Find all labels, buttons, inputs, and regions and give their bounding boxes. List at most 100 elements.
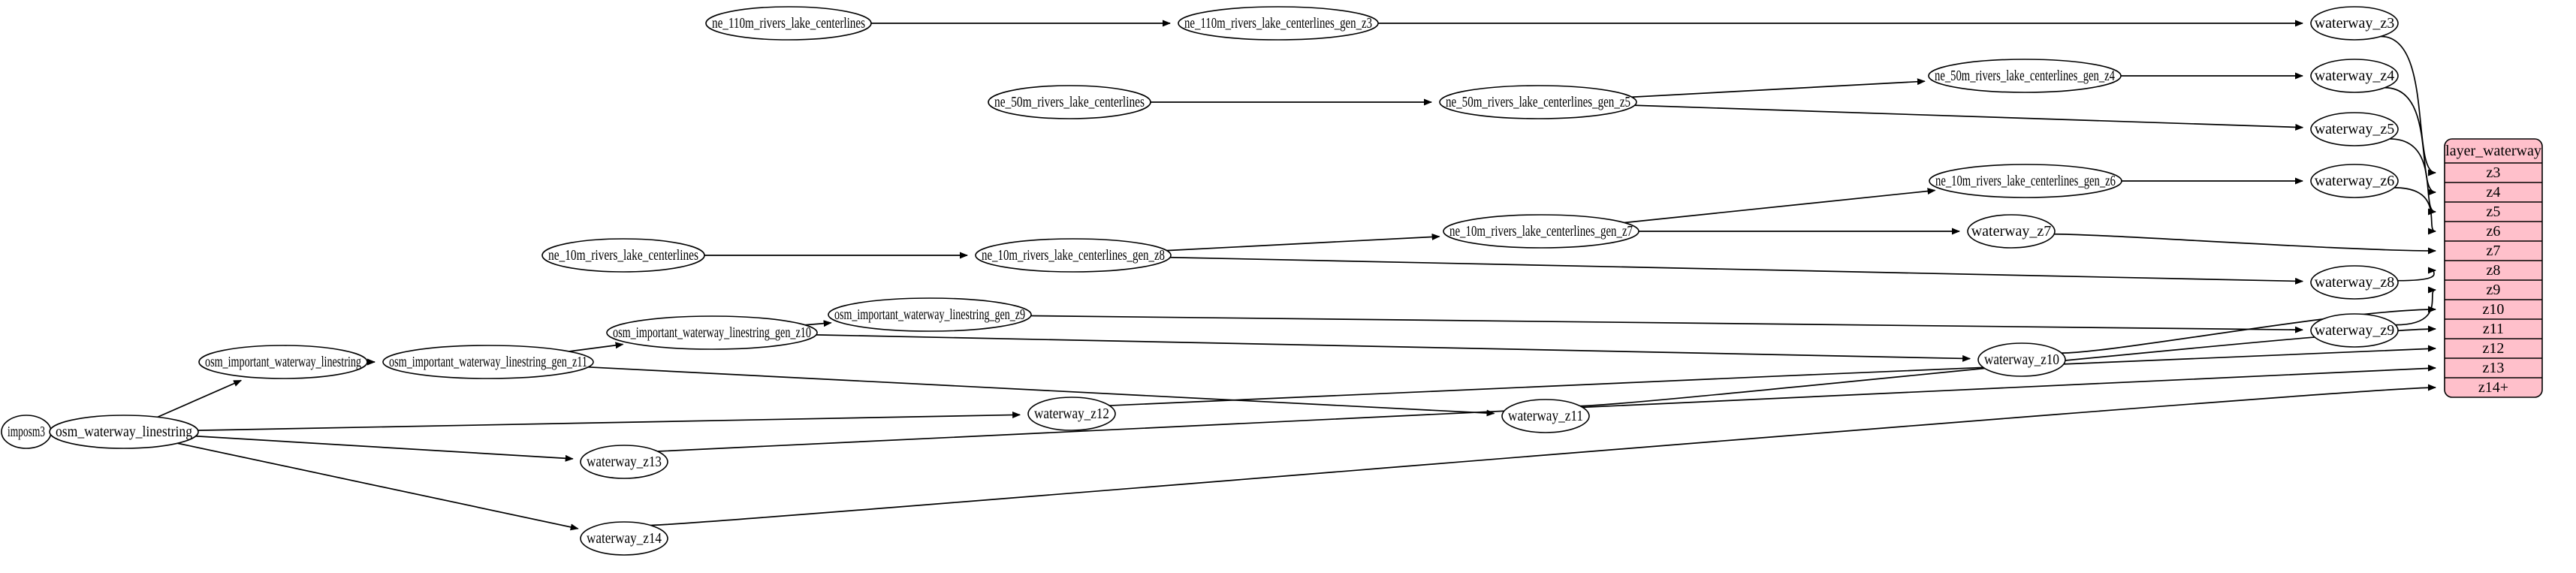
node-osm_important_waterway_linestring_gen_z11[interactable]: osm_important_waterway_linestring_gen_z1… — [382, 345, 594, 379]
node-ne_10m_rivers_lake_centerlines[interactable]: ne_10m_rivers_lake_centerlines — [541, 238, 705, 273]
layer-table-row-z9[interactable]: z9 — [2487, 282, 2501, 298]
edge-osm_important_waterway_linestring_gen_z11-to-osm_important_waterway_linestring_gen_z10 — [569, 342, 624, 352]
node-label-osm_waterway_linestring: osm_waterway_linestring — [56, 424, 192, 440]
node-ne_50m_rivers_lake_centerlines[interactable]: ne_50m_rivers_lake_centerlines — [988, 85, 1151, 119]
layer-table-row-z13[interactable]: z13 — [2483, 360, 2505, 376]
edge-ne_10m_rivers_lake_centerlines_gen_z8-to-waterway_z8 — [1169, 256, 2304, 285]
edge-ne_10m_rivers_lake_centerlines_gen_z8-to-ne_10m_rivers_lake_centerlines_gen_z7 — [1166, 233, 1440, 252]
node-label-waterway_z6: waterway_z6 — [2315, 173, 2395, 189]
node-waterway_z3[interactable]: waterway_z3 — [2310, 6, 2399, 41]
node-imposm3[interactable]: imposm3 — [1, 415, 52, 449]
node-shape-ne_50m_rivers_lake_centerlines_gen_z5 — [1439, 85, 1637, 119]
layer-table-row-z4[interactable]: z4 — [2487, 184, 2501, 201]
node-label-osm_important_waterway_linestring_gen_z11: osm_important_waterway_linestring_gen_z1… — [389, 354, 587, 370]
node-shape-osm_important_waterway_linestring_gen_z11 — [382, 345, 594, 379]
node-label-ne_10m_rivers_lake_centerlines: ne_10m_rivers_lake_centerlines — [548, 247, 698, 264]
node-osm_important_waterway_linestring_gen_z9[interactable]: osm_important_waterway_linestring_gen_z9 — [828, 297, 1032, 332]
layer-table-row-z3[interactable]: z3 — [2487, 164, 2501, 181]
node-shape-ne_10m_rivers_lake_centerlines — [541, 238, 705, 273]
node-label-ne_50m_rivers_lake_centerlines_gen_z4: ne_50m_rivers_lake_centerlines_gen_z4 — [1935, 68, 2115, 84]
node-label-waterway_z9: waterway_z9 — [2315, 322, 2395, 339]
node-ne_50m_rivers_lake_centerlines_gen_z5[interactable]: ne_50m_rivers_lake_centerlines_gen_z5 — [1439, 85, 1637, 119]
layer-table-row-z14plus[interactable]: z14+ — [2478, 379, 2508, 396]
node-waterway_z13[interactable]: waterway_z13 — [580, 445, 668, 479]
edge-waterway_z4-to-table-z4 — [2384, 86, 2436, 196]
node-waterway_z11[interactable]: waterway_z11 — [1501, 399, 1590, 433]
node-shape-waterway_z5 — [2310, 112, 2399, 146]
node-osm_important_waterway_linestring_gen_z10[interactable]: osm_important_waterway_linestring_gen_z1… — [606, 315, 818, 350]
node-ne_10m_rivers_lake_centerlines_gen_z7[interactable]: ne_10m_rivers_lake_centerlines_gen_z7 — [1443, 214, 1639, 249]
layer-table-row-z8[interactable]: z8 — [2487, 262, 2501, 279]
node-shape-waterway_z7 — [1967, 214, 2056, 249]
node-label-waterway_z4: waterway_z4 — [2315, 68, 2395, 84]
node-ne_10m_rivers_lake_centerlines_gen_z8[interactable]: ne_10m_rivers_lake_centerlines_gen_z8 — [975, 238, 1172, 273]
node-shape-waterway_z4 — [2310, 59, 2399, 93]
node-ne_110m_rivers_lake_centerlines_gen_z3[interactable]: ne_110m_rivers_lake_centerlines_gen_z3 — [1178, 6, 1379, 41]
node-shape-ne_10m_rivers_lake_centerlines_gen_z8 — [975, 238, 1172, 273]
layer-table-row-z11[interactable]: z11 — [2483, 321, 2504, 337]
layer-table-row-z10[interactable]: z10 — [2483, 301, 2505, 318]
node-label-imposm3: imposm3 — [8, 424, 45, 440]
edge-osm_important_waterway_linestring_gen_z10-to-waterway_z10 — [816, 334, 1971, 362]
edge-ne_50m_rivers_lake_centerlines_gen_z5-to-ne_50m_rivers_lake_centerlines_gen_z4 — [1631, 78, 1926, 98]
node-shape-osm_important_waterway_linestring_gen_z9 — [828, 297, 1032, 332]
layer-table-body — [2444, 138, 2543, 398]
node-shape-osm_important_waterway_linestring_gen_z10 — [606, 315, 818, 350]
node-shape-waterway_z11 — [1501, 399, 1590, 433]
edge-waterway_z9-to-table-z9 — [2395, 286, 2436, 326]
node-shape-waterway_z9 — [2310, 313, 2399, 348]
node-ne_50m_rivers_lake_centerlines_gen_z4[interactable]: ne_50m_rivers_lake_centerlines_gen_z4 — [1928, 59, 2122, 93]
edge-layer — [50, 20, 2436, 531]
node-waterway_z5[interactable]: waterway_z5 — [2310, 112, 2399, 146]
layer-table-header: layer_waterway — [2445, 143, 2541, 159]
node-waterway_z12[interactable]: waterway_z12 — [1027, 397, 1116, 431]
node-shape-osm_important_waterway_linestring — [198, 345, 368, 379]
node-label-waterway_z13: waterway_z13 — [587, 454, 662, 470]
node-waterway_z4[interactable]: waterway_z4 — [2310, 59, 2399, 93]
layer-waterway-table: layer_waterway z3 z4 z5 z6 z7 z8 z9 z10 z11 z12 z13… — [2444, 138, 2543, 398]
edge-osm_important_waterway_linestring_gen_z10-to-osm_important_waterway_linestring_gen_z9 — [804, 320, 832, 327]
layer-table-row-z12[interactable]: z12 — [2483, 340, 2505, 357]
edge-osm_waterway_linestring-to-waterway_z12 — [198, 412, 1021, 431]
node-shape-waterway_z12 — [1027, 397, 1116, 431]
node-osm_important_waterway_linestring[interactable]: osm_important_waterway_linestring — [198, 345, 368, 379]
node-label-ne_50m_rivers_lake_centerlines: ne_50m_rivers_lake_centerlines — [994, 94, 1145, 110]
node-label-ne_110m_rivers_lake_centerlines_gen_z3: ne_110m_rivers_lake_centerlines_gen_z3 — [1184, 15, 1372, 32]
edge-osm_waterway_linestring-to-waterway_z14 — [177, 442, 579, 531]
node-waterway_z7[interactable]: waterway_z7 — [1967, 214, 2056, 249]
node-shape-waterway_z10 — [1977, 342, 2066, 377]
node-label-osm_important_waterway_linestring: osm_important_waterway_linestring — [205, 354, 361, 370]
node-label-waterway_z14: waterway_z14 — [587, 530, 662, 547]
edge-osm_important_waterway_linestring_gen_z11-to-waterway_z11 — [588, 366, 1495, 417]
layer-table-row-z6[interactable]: z6 — [2487, 223, 2501, 240]
layer-table-row-z5[interactable]: z5 — [2487, 204, 2501, 220]
node-shape-waterway_z14 — [580, 521, 668, 556]
node-waterway_z14[interactable]: waterway_z14 — [580, 521, 668, 556]
node-label-waterway_z8: waterway_z8 — [2315, 274, 2395, 291]
node-label-waterway_z12: waterway_z12 — [1034, 406, 1109, 422]
node-label-waterway_z3: waterway_z3 — [2315, 15, 2395, 32]
edge-waterway_z8-to-table-z8 — [2397, 267, 2436, 282]
node-waterway_z6[interactable]: waterway_z6 — [2310, 164, 2399, 198]
layer-table-row-z7[interactable]: z7 — [2487, 243, 2501, 259]
node-waterway_z10[interactable]: waterway_z10 — [1977, 342, 2066, 377]
edge-waterway_z10-to-table-z10 — [2062, 306, 2436, 354]
node-ne_110m_rivers_lake_centerlines[interactable]: ne_110m_rivers_lake_centerlines — [705, 6, 872, 41]
edge-waterway_z14-to-table-z14plus — [650, 384, 2436, 526]
edge-waterway_z5-to-table-z5 — [2389, 138, 2436, 216]
node-shape-waterway_z8 — [2310, 265, 2399, 300]
node-label-ne_50m_rivers_lake_centerlines_gen_z5: ne_50m_rivers_lake_centerlines_gen_z5 — [1446, 94, 1630, 110]
node-label-ne_10m_rivers_lake_centerlines_gen_z6: ne_10m_rivers_lake_centerlines_gen_z6 — [1935, 173, 2116, 189]
node-label-waterway_z11: waterway_z11 — [1508, 408, 1583, 424]
node-ne_10m_rivers_lake_centerlines_gen_z6[interactable]: ne_10m_rivers_lake_centerlines_gen_z6 — [1929, 164, 2122, 198]
node-label-waterway_z10: waterway_z10 — [1984, 351, 2059, 368]
node-osm_waterway_linestring[interactable]: osm_waterway_linestring — [49, 415, 199, 449]
node-waterway_z8[interactable]: waterway_z8 — [2310, 265, 2399, 300]
edge-osm_waterway_linestring-to-osm_important_waterway_linestring — [157, 379, 243, 418]
node-label-waterway_z5: waterway_z5 — [2315, 121, 2395, 137]
node-waterway_z9[interactable]: waterway_z9 — [2310, 313, 2399, 348]
node-label-waterway_z7: waterway_z7 — [1971, 223, 2052, 240]
node-label-ne_10m_rivers_lake_centerlines_gen_z7: ne_10m_rivers_lake_centerlines_gen_z7 — [1449, 223, 1633, 240]
edge-ne_10m_rivers_lake_centerlines_gen_z7-to-ne_10m_rivers_lake_centerlines_gen_z6 — [1624, 188, 1936, 224]
node-shape-waterway_z13 — [580, 445, 668, 479]
